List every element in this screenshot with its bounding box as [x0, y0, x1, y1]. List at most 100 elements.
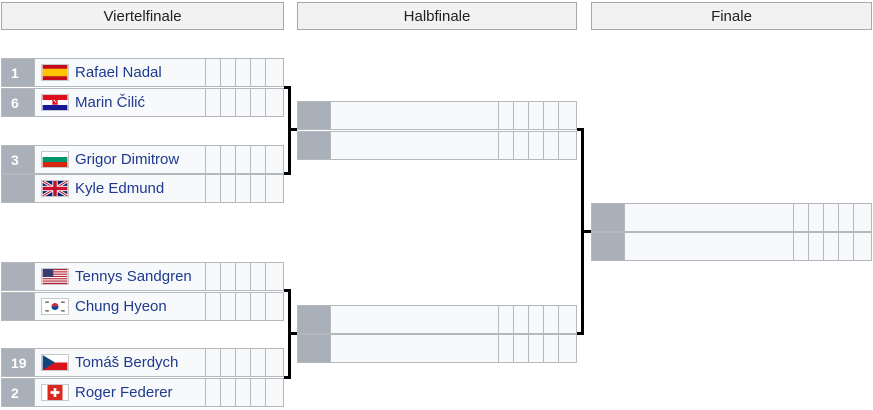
score-cell — [235, 59, 250, 86]
player-cell: Tomáš Berdych — [35, 349, 205, 376]
seed-number: 19 — [2, 349, 35, 376]
player-cell — [331, 132, 498, 159]
player-cell: Rafael Nadal — [35, 59, 205, 86]
score-cell — [543, 102, 558, 129]
player-link[interactable]: Marin Čilić — [75, 94, 146, 111]
score-cell — [220, 59, 235, 86]
seed-number — [2, 293, 35, 320]
score-cell — [793, 204, 808, 231]
player-link[interactable]: Kyle Edmund — [75, 180, 165, 197]
score-cell — [558, 132, 576, 159]
score-cell — [543, 132, 558, 159]
score-cell — [265, 59, 283, 86]
score-cell — [808, 233, 823, 260]
score-cell — [250, 349, 265, 376]
player-cell — [625, 204, 793, 231]
player-link[interactable]: Rafael Nadal — [75, 64, 162, 81]
player-link[interactable]: Grigor Dimitrow — [75, 151, 180, 168]
score-cell — [853, 204, 871, 231]
player-link[interactable]: Roger Federer — [75, 384, 173, 401]
quarterfinal-row: Chung Hyeon — [1, 292, 284, 321]
score-cell — [558, 335, 576, 362]
score-cell — [235, 146, 250, 173]
score-cell — [235, 175, 250, 202]
score-cell — [250, 59, 265, 86]
score-cell — [498, 132, 513, 159]
score-cell — [528, 132, 543, 159]
score-cell — [205, 263, 220, 290]
score-cell — [205, 89, 220, 116]
score-cell — [558, 102, 576, 129]
seed-number — [2, 175, 35, 202]
score-cell — [265, 89, 283, 116]
score-cell — [205, 293, 220, 320]
seed-number — [592, 233, 625, 260]
usa-flag-icon — [41, 268, 69, 285]
semifinal-row — [297, 305, 577, 334]
bracket-connector — [284, 289, 290, 292]
player-link[interactable]: Tennys Sandgren — [75, 268, 192, 285]
score-cell — [793, 233, 808, 260]
score-cell — [543, 335, 558, 362]
seed-number: 3 — [2, 146, 35, 173]
score-cell — [853, 233, 871, 260]
player-cell — [331, 335, 498, 362]
bracket-connector — [288, 332, 297, 335]
quarterfinal-row: Tennys Sandgren — [1, 262, 284, 291]
score-cell — [220, 175, 235, 202]
seed-number: 6 — [2, 89, 35, 116]
seed-number — [298, 132, 331, 159]
final-row — [591, 232, 872, 261]
player-cell — [331, 102, 498, 129]
bulgaria-flag-icon — [41, 151, 69, 168]
header-viertelfinale: Viertelfinale — [1, 2, 284, 30]
quarterfinal-row: 3 Grigor Dimitrow — [1, 145, 284, 174]
semifinal-row — [297, 101, 577, 130]
player-link[interactable]: Tomáš Berdych — [75, 354, 179, 371]
score-cell — [543, 306, 558, 333]
score-cell — [823, 233, 838, 260]
score-cell — [220, 349, 235, 376]
score-cell — [250, 146, 265, 173]
bracket-connector — [284, 86, 290, 89]
quarterfinal-row: Kyle Edmund — [1, 174, 284, 203]
quarterfinal-row: 19 Tomáš Berdych — [1, 348, 284, 377]
score-cell — [513, 102, 528, 129]
player-link[interactable]: Chung Hyeon — [75, 298, 167, 315]
header-finale: Finale — [591, 2, 872, 30]
score-cell — [528, 102, 543, 129]
bracket-connector — [577, 332, 583, 335]
score-cell — [808, 204, 823, 231]
score-cell — [220, 293, 235, 320]
spain-flag-icon — [41, 64, 69, 81]
czech-flag-icon — [41, 354, 69, 371]
score-cell — [528, 335, 543, 362]
score-cell — [250, 89, 265, 116]
seed-number — [2, 263, 35, 290]
score-cell — [235, 263, 250, 290]
score-cell — [265, 293, 283, 320]
player-cell — [625, 233, 793, 260]
score-cell — [250, 379, 265, 406]
player-cell: Marin Čilić — [35, 89, 205, 116]
seed-number — [298, 335, 331, 362]
quarterfinal-row: 6 Marin Čilić — [1, 88, 284, 117]
header-halbfinale: Halbfinale — [297, 2, 577, 30]
score-cell — [235, 379, 250, 406]
score-cell — [205, 349, 220, 376]
player-cell: Grigor Dimitrow — [35, 146, 205, 173]
score-cell — [205, 379, 220, 406]
bracket-connector — [288, 128, 297, 131]
score-cell — [528, 306, 543, 333]
score-cell — [498, 306, 513, 333]
score-cell — [513, 132, 528, 159]
final-row — [591, 203, 872, 232]
score-cell — [250, 263, 265, 290]
score-cell — [265, 263, 283, 290]
score-cell — [513, 306, 528, 333]
quarterfinal-row: 1 Rafael Nadal — [1, 58, 284, 87]
score-cell — [235, 293, 250, 320]
score-cell — [220, 379, 235, 406]
score-cell — [220, 89, 235, 116]
seed-number: 1 — [2, 59, 35, 86]
